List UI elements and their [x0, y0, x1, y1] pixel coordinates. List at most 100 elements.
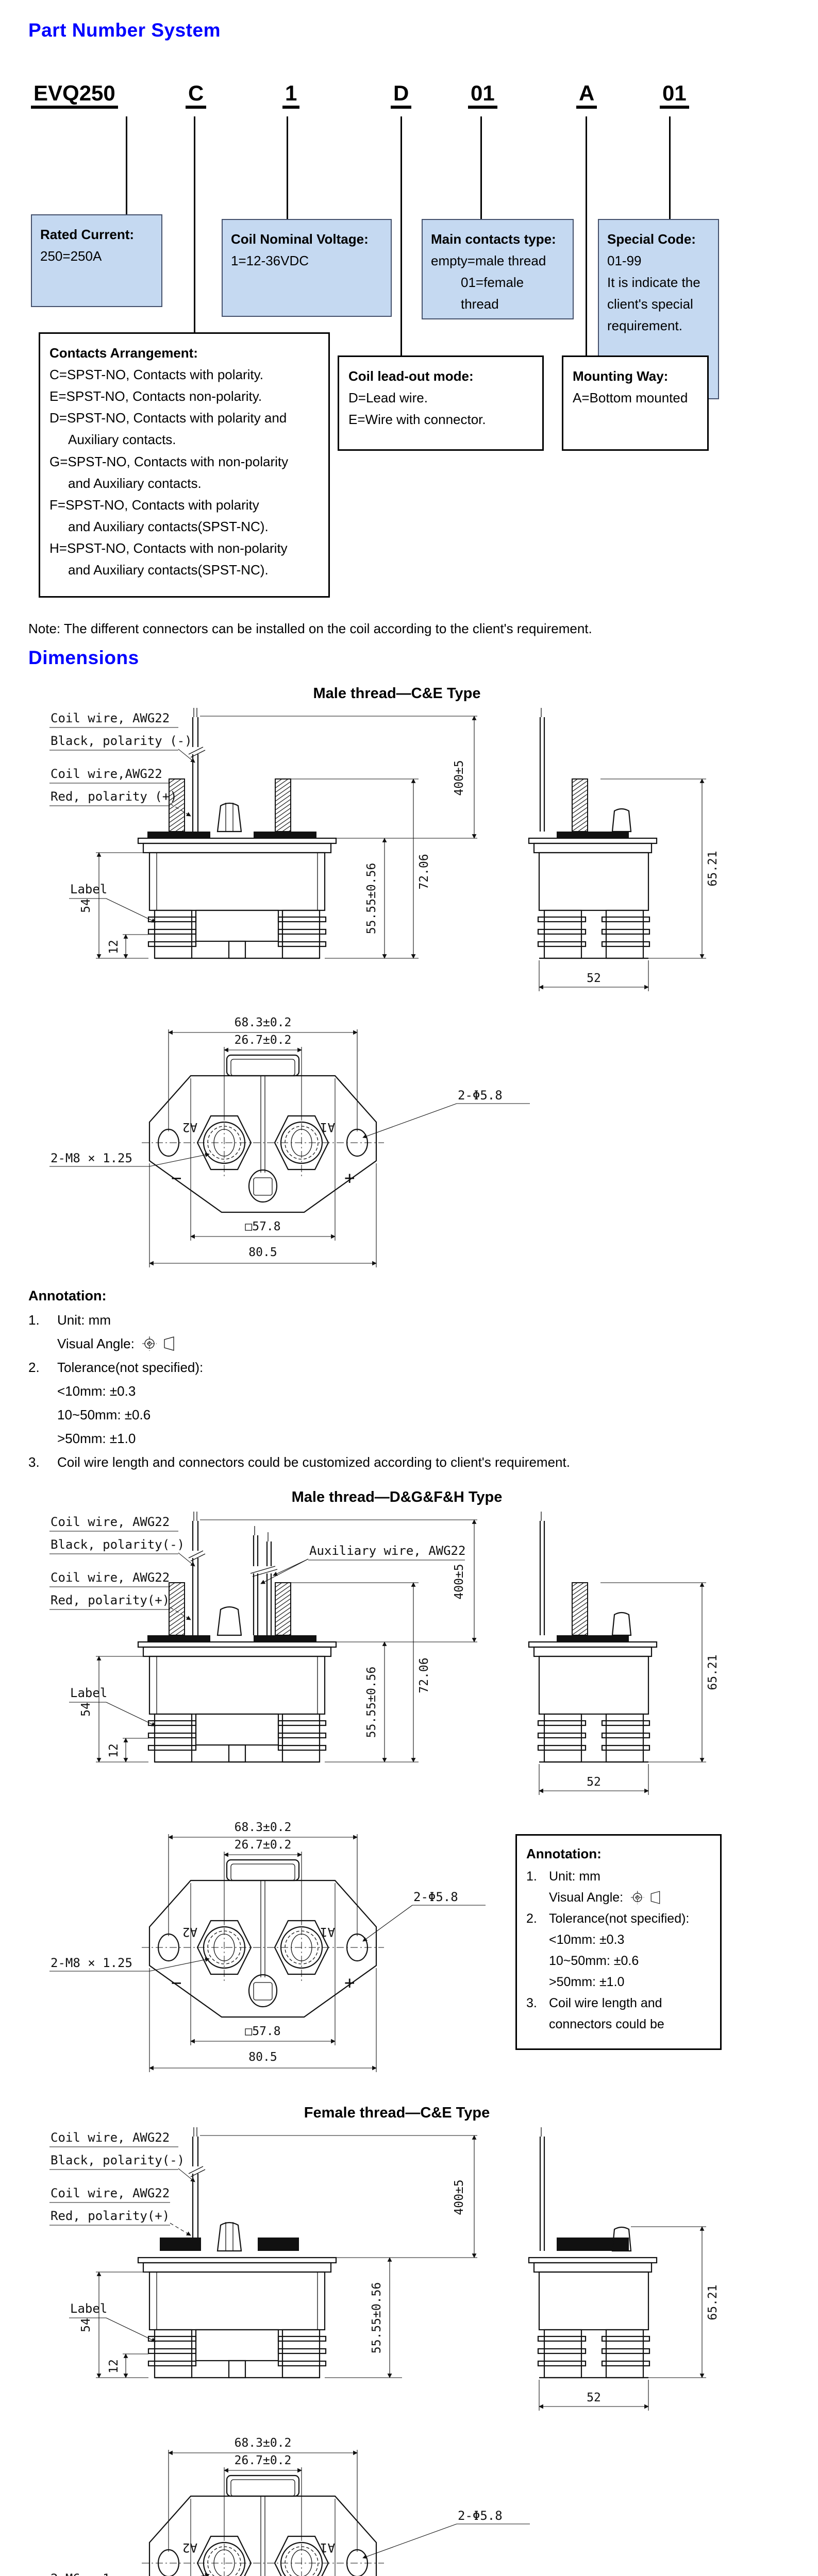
- section-3-bottom-view: A2 A1 − + 68.3±0.2 26.7±0.2 □57.8 80.5 2…: [51, 2436, 530, 2576]
- leader-labels: Coil wire, AWG22 Black, polarity(-) Coil…: [49, 2130, 195, 2342]
- legend-line: G=SPST-NO, Contacts with non-polarity: [49, 453, 289, 469]
- dim-overall-height: 72.06: [418, 1657, 431, 1693]
- legend-main-contacts: Main contacts type: empty=male thread 01…: [422, 219, 574, 319]
- row-text: Coil wire length and connectors could be…: [57, 1454, 570, 1470]
- annotation-row: connectors could be: [526, 2017, 711, 2032]
- thread-callout: 2-M6 × 1: [51, 2571, 110, 2576]
- legend-title: Main contacts type:: [431, 231, 556, 247]
- row-number: 1.: [526, 1869, 537, 1884]
- row-text: connectors could be: [549, 2017, 664, 2031]
- side-view: [528, 1512, 658, 1763]
- connector-line: [480, 116, 482, 219]
- dim-side-height: 65.21: [706, 1654, 720, 1690]
- dim-span-outer: 68.3±0.2: [235, 1016, 292, 1029]
- row-text: >50mm: ±1.0: [549, 1975, 625, 1989]
- coil-wire-black-label: Coil wire, AWG22: [51, 1515, 170, 1529]
- plus-sign: +: [344, 1973, 355, 1993]
- note: Note: The different connectors can be in…: [28, 621, 592, 636]
- coil-wire-black-label: Coil wire, AWG22: [51, 2130, 170, 2145]
- annotation-row: 1.Unit: mm: [526, 1869, 711, 1884]
- thread-callout: 2-M8 × 1.25: [51, 1956, 132, 1970]
- dim-span-outer: 68.3±0.2: [235, 1821, 292, 1834]
- legend-line: It is indicate the client's special requ…: [607, 275, 700, 334]
- section-2-title: Male thread—D&G&F&H Type: [291, 1489, 503, 1505]
- front-view: [137, 1512, 337, 1763]
- connector-line: [194, 116, 195, 332]
- body-label: Label: [70, 2301, 107, 2316]
- dim-span-outer: 68.3±0.2: [235, 2436, 292, 2450]
- connector-line: [126, 116, 127, 214]
- legend-line: H=SPST-NO, Contacts with non-polarity: [49, 540, 288, 556]
- legend-line: E=Wire with connector.: [348, 412, 486, 428]
- part-code-special: 01: [660, 82, 689, 109]
- legend-title: Coil lead-out mode:: [348, 368, 474, 384]
- dim-base-height: 12: [107, 1743, 121, 1758]
- section-3-title: Female thread—C&E Type: [304, 2105, 490, 2121]
- aux-wire-label: Auxiliary wire, AWG22: [309, 1544, 465, 1558]
- coil-wire-red-label: Coil wire,AWG22: [51, 767, 162, 781]
- section-1-annotation: Annotation: 1.Unit: mm Visual Angle: 2.T…: [28, 1288, 750, 1478]
- terminal-a2-label: A2: [182, 2540, 197, 2555]
- legend-line: 01=female thread: [461, 275, 524, 312]
- row-number: 3.: [28, 1454, 40, 1470]
- front-view: [137, 708, 337, 959]
- row-text: 10~50mm: ±0.6: [57, 1407, 151, 1422]
- dimension-lines: 400±5 55.55±0.56 72.06 54 12 65.21 52: [79, 1519, 720, 1795]
- annotation-title: Annotation:: [28, 1288, 107, 1303]
- terminal-a2-label: A2: [182, 1120, 197, 1134]
- annotation-title: Annotation:: [526, 1846, 602, 1861]
- dimensions-title: Dimensions: [28, 647, 139, 668]
- dim-square: □57.8: [245, 2025, 280, 2038]
- terminal-a1-label: A1: [320, 1925, 335, 1939]
- row-text: Coil wire length and: [549, 1996, 662, 2010]
- dim-body-height: 55.55±0.56: [365, 863, 378, 934]
- bottom-dimensions: 68.3±0.2 26.7±0.2 □57.8 80.5 2-M8 × 1.25…: [49, 1821, 486, 2072]
- plus-sign: +: [344, 1168, 355, 1189]
- section-2-views-drawing: 400±5 55.55±0.56 72.06 54 12 65.21 52 Co…: [49, 1512, 720, 1795]
- page-title: Part Number System: [28, 20, 221, 41]
- dim-label-height: 54: [79, 899, 93, 913]
- section-2-bottom-view: A2 A1 − + 68.3±0.2 26.7±0.2 □57.8 80.5 2…: [49, 1821, 486, 2072]
- annotation-row: 10~50mm: ±0.6: [526, 1954, 711, 1969]
- row-number: 3.: [526, 1996, 537, 2010]
- legend-rated-current: Rated Current: 250=250A: [31, 214, 162, 307]
- part-code-rated-current: EVQ250: [31, 82, 118, 109]
- annotation-row: Visual Angle:: [526, 1890, 711, 1905]
- legend-line: D=Lead wire.: [348, 390, 428, 406]
- dim-span-inner: 26.7±0.2: [235, 1838, 292, 1852]
- dim-base-height: 12: [107, 2359, 121, 2374]
- dim-side-width: 52: [587, 1775, 601, 1789]
- dim-wire-length: 400±5: [453, 2179, 466, 2215]
- holes-callout: 2-Φ5.8: [458, 2509, 503, 2523]
- dim-side-width: 52: [587, 972, 601, 985]
- dim-wire-length: 400±5: [453, 1564, 466, 1599]
- coil-wire-black-polarity: Black, polarity(-): [51, 2153, 185, 2167]
- bottom-view: A2 A1 − +: [142, 1859, 384, 2018]
- side-view: [528, 2127, 658, 2379]
- coil-wire-black-polarity: Black, polarity(-): [51, 1537, 185, 1552]
- minus-sign: −: [171, 1168, 181, 1189]
- annotation-row: 10~50mm: ±0.6: [28, 1407, 750, 1423]
- row-text: <10mm: ±0.3: [549, 1933, 625, 1947]
- holes-callout: 2-Φ5.8: [458, 1088, 503, 1103]
- connector-line: [400, 116, 402, 355]
- coil-wire-red-label: Coil wire, AWG22: [51, 1570, 170, 1585]
- row-text: Visual Angle:: [57, 1336, 135, 1351]
- legend-line: 250=250A: [40, 248, 102, 264]
- part-code-contacts: C: [186, 82, 207, 109]
- annotation-row: 2.Tolerance(not specified):: [28, 1360, 750, 1376]
- connector-line: [669, 116, 671, 219]
- legend-line: D=SPST-NO, Contacts with polarity and: [49, 410, 287, 426]
- part-code-mounting: A: [576, 82, 597, 109]
- dim-span-inner: 26.7±0.2: [235, 2454, 292, 2467]
- dimension-lines: 400±5 55.55±0.56 72.06 54 12 65.21 52: [79, 716, 720, 991]
- body-label: Label: [70, 882, 107, 896]
- dim-width-overall: 80.5: [248, 1246, 277, 1259]
- dim-square: □57.8: [245, 1220, 280, 1233]
- row-number: 1.: [28, 1312, 40, 1328]
- annotation-row: 1.Unit: mm: [28, 1312, 750, 1328]
- row-text: Tolerance(not specified):: [549, 1911, 690, 1926]
- dim-wire-length: 400±5: [453, 760, 466, 795]
- visual-angle-icon: [623, 1890, 663, 1905]
